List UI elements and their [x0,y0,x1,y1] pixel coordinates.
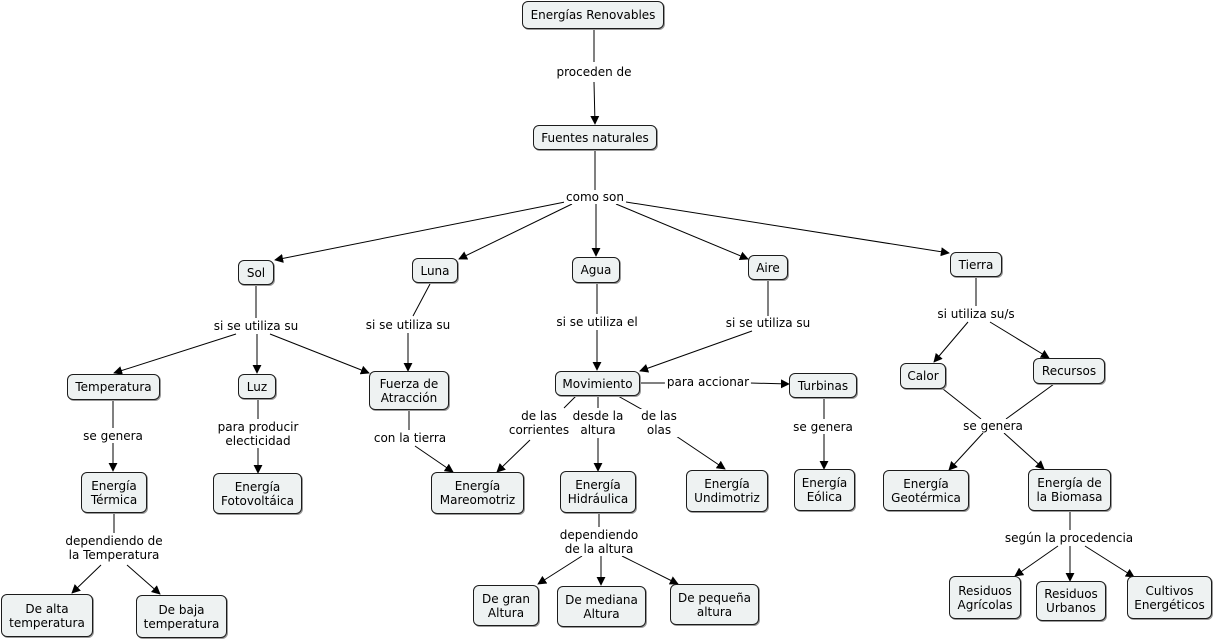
edge-accionar-turbinas [749,379,790,389]
label-aire-utiliza: si se utiliza su [723,316,813,330]
edge-depaltura-gran [537,555,583,585]
node-energias-renovables[interactable]: Energías Renovables [522,1,664,29]
edge-luna-utiliza [412,283,431,317]
label-proceden-de: proceden de [554,65,634,79]
node-energia-fotovoltaica[interactable]: Energía Fotovoltáica [213,473,302,514]
node-luna[interactable]: Luna [412,258,458,283]
node-movimiento[interactable]: Movimiento [555,371,640,396]
node-turbinas[interactable]: Turbinas [789,373,857,398]
label-con-la-tierra: con la tierra [371,431,449,445]
edge-dep-alta [71,564,102,594]
node-residuos-urbanos[interactable]: Residuos Urbanos [1036,581,1106,621]
edge-aire-movimiento [639,330,753,373]
edge-mov-corrientes [563,395,577,409]
label-tierra-genera: se genera [961,419,1025,433]
node-recursos[interactable]: Recursos [1033,358,1105,384]
edge-corrientes-mareomotriz [496,439,531,473]
node-energia-eolica[interactable]: Energía Eólica [794,469,855,511]
node-fuentes-naturales[interactable]: Fuentes naturales [533,125,657,150]
label-turbinas-genera: se genera [791,420,855,434]
edge-dep-baja [126,564,161,595]
label-de-las-olas: de las olas [639,409,679,437]
node-residuos-agricolas[interactable]: Residuos Agrícolas [949,576,1021,619]
label-luna-utiliza: si se utiliza su [363,318,453,332]
node-energia-undimotriz[interactable]: Energía Undimotriz [686,470,768,512]
node-tierra[interactable]: Tierra [950,252,1002,277]
edge-olas-undimotriz [675,435,726,470]
label-dependiendo-altura: dependiendo de la altura [557,528,641,556]
label-para-accionar: para accionar [664,375,752,389]
node-gran-altura[interactable]: De gran Altura [473,585,539,626]
label-dependiendo-temperatura: dependiendo de la Temperatura [63,534,165,562]
node-calor[interactable]: Calor [900,363,946,389]
node-fuerza-atraccion[interactable]: Fuerza de Atracción [369,371,449,410]
node-cultivos-energeticos[interactable]: Cultivos Energéticos [1127,576,1212,619]
edge-proceden-fuentes [590,81,600,125]
edge-comoson-luna [458,203,573,260]
node-alta-temperatura[interactable]: De alta temperatura [1,594,93,637]
edge-genera-geotermica [948,432,984,471]
edge-contierra-mareomotriz [414,445,454,473]
node-agua[interactable]: Agua [572,257,620,283]
label-tierra-utiliza: si utiliza su/s [935,307,1017,321]
edge-procedencia-agricolas [1014,545,1059,577]
node-energia-mareomotriz[interactable]: Energía Mareomotriz [431,472,524,514]
label-como-son: como son [564,190,626,204]
label-sol-utiliza: si se utiliza su [211,319,301,333]
node-energia-biomasa[interactable]: Energía de la Biomasa [1028,469,1111,511]
node-pequena-altura[interactable]: De pequeña altura [670,584,759,625]
edge-mov-olas [617,395,644,411]
node-aire[interactable]: Aire [748,255,788,280]
label-agua-utiliza: si se utiliza el [554,315,640,329]
edge-sol-fuerza [269,333,370,375]
node-energia-termica[interactable]: Energía Térmica [81,472,147,513]
edge-comoson-sol [274,201,566,263]
label-desde-la-altura: desde la altura [570,409,626,437]
edge-tierra-recursos [989,321,1050,359]
node-baja-temperatura[interactable]: De baja temperatura [136,595,227,638]
node-mediana-altura[interactable]: De mediana Altura [557,586,646,627]
edge-genera-biomasa [1003,432,1045,470]
label-temp-genera: se genera [81,429,145,443]
edge-comoson-tierra [625,201,950,257]
node-energia-hidraulica[interactable]: Energía Hidráulica [560,471,636,513]
node-energia-geotermica[interactable]: Energía Geotérmica [883,470,969,511]
label-luz-producir: para producir electicidad [215,420,301,448]
edge-recursos-genera [1005,383,1055,420]
edge-procedencia-cultivos [1084,545,1135,578]
node-luz[interactable]: Luz [238,374,276,399]
label-segun-procedencia: según la procedencia [1002,531,1136,545]
edge-comoson-aire [615,203,749,261]
edge-depaltura-pequena [621,555,679,585]
node-temperatura[interactable]: Temperatura [67,374,160,400]
label-de-las-corrientes: de las corrientes [506,409,572,437]
edge-sol-temperatura [113,333,237,375]
edge-calor-genera [942,388,982,420]
edge-tierra-calor [933,321,969,363]
node-sol[interactable]: Sol [238,260,274,285]
